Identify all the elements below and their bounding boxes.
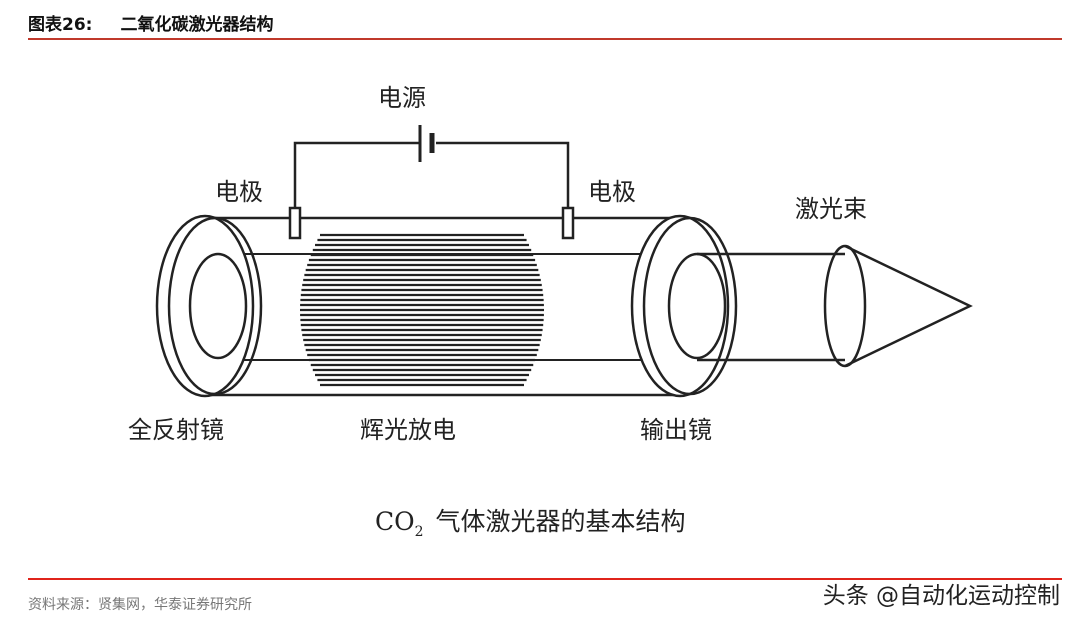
caption-formula: CO [375,507,415,536]
figure-title: 图表26: 二氧化碳激光器结构 [28,10,273,35]
beam-cone-base [823,244,867,368]
electrode-left [288,206,302,240]
discharge-label: 辉光放电 [360,416,456,444]
full-mirror-label: 全反射镜 [128,416,224,444]
electrode-left-label: 电极 [215,178,263,206]
electrode-right [561,206,575,240]
caption: CO2 气体激光器的基本结构 [375,507,686,540]
bottom-divider [28,578,1062,580]
beam-cone-tip [844,244,973,368]
figure-number: 图表26: [28,15,93,35]
output-mirror-inner [667,252,727,360]
output-mirror-label: 输出镜 [640,416,712,444]
wire-left [293,141,420,212]
wire-right [436,141,570,212]
figure-title-text: 二氧化碳激光器结构 [120,15,274,35]
full-mirror-inner [188,252,248,360]
top-divider [28,38,1062,40]
power-label: 电源 [378,84,426,112]
watermark: 头条 @自动化运动控制 [822,583,1060,609]
electrode-right-label: 电极 [588,178,636,206]
source-note: 资料来源：贤集网，华泰证券研究所 [28,597,252,613]
caption-text: 气体激光器的基本结构 [436,507,686,536]
beam-label: 激光束 [795,195,867,223]
glow-discharge [300,233,544,387]
caption-subscript: 2 [415,524,424,540]
